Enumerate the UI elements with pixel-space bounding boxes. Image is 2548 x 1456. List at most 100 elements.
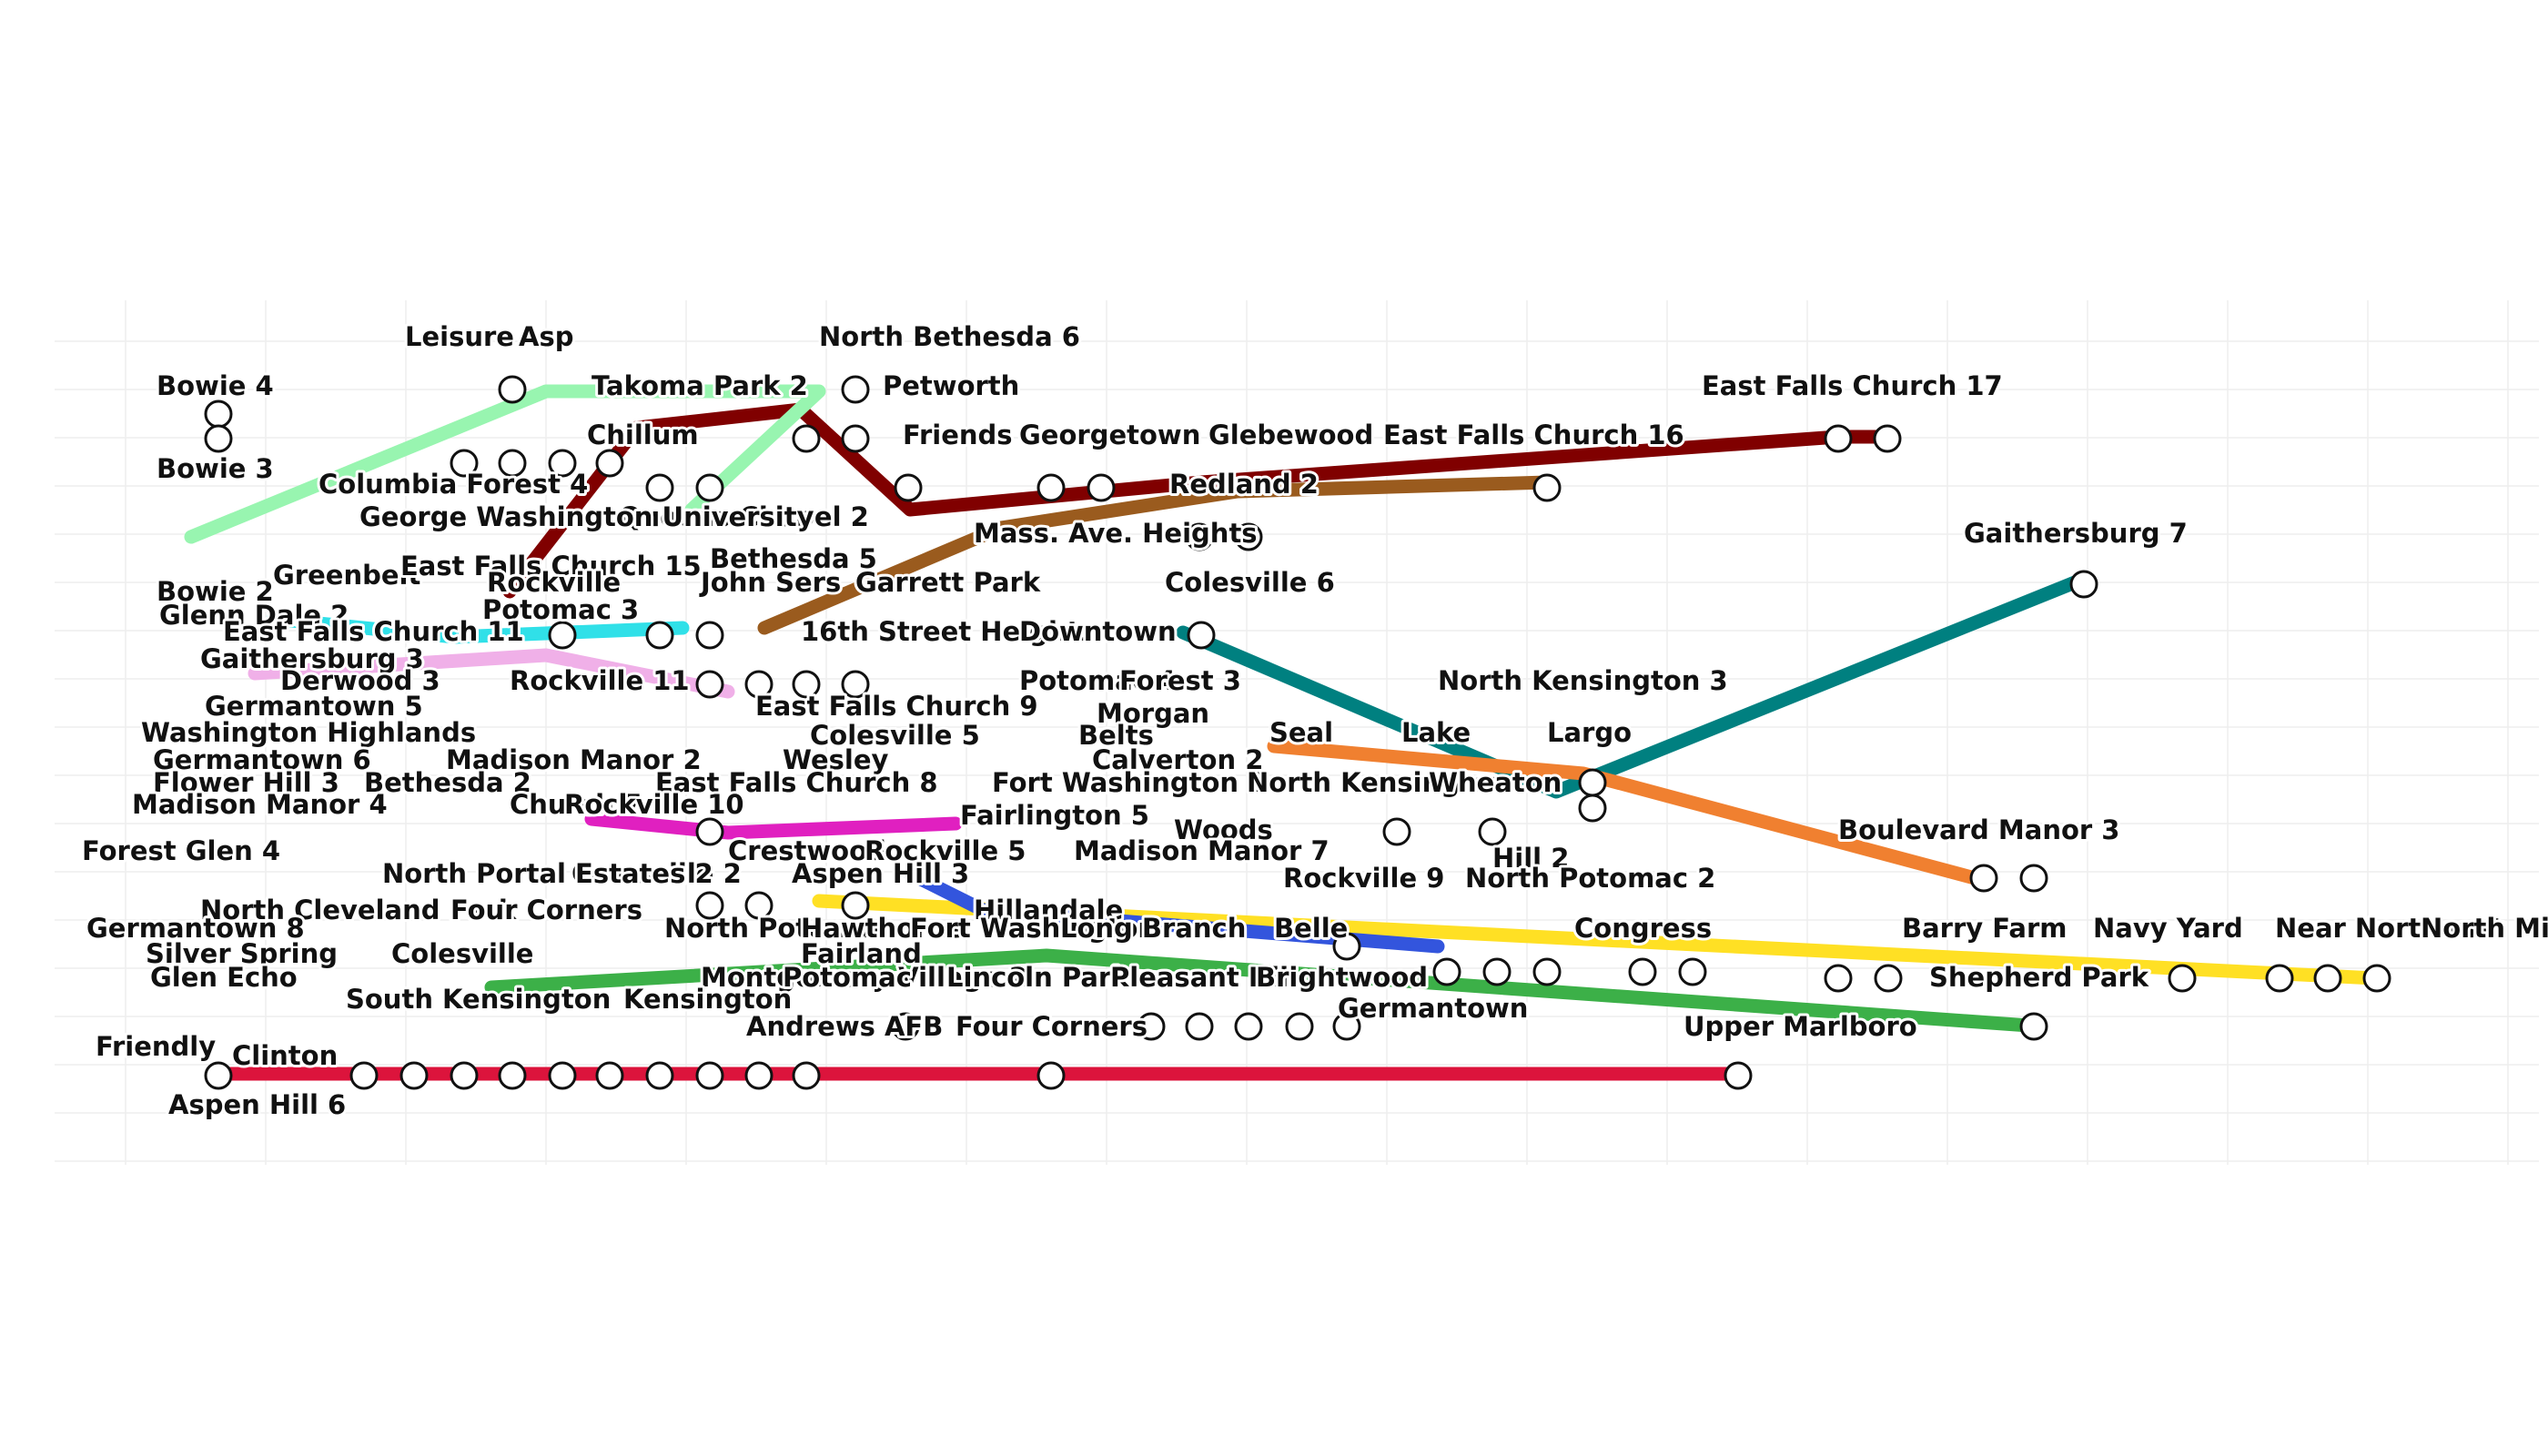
stop-marker xyxy=(1478,817,1507,846)
stop-marker xyxy=(695,1061,724,1090)
stop-marker xyxy=(1087,473,1116,502)
route-line-magenta xyxy=(584,812,963,840)
stop-label: Germantown 6 xyxy=(153,744,371,775)
stop-label: Andrews AFB xyxy=(746,1011,943,1042)
stop-marker xyxy=(204,399,233,429)
stop-marker xyxy=(1285,1012,1314,1041)
stop-label: Petworth xyxy=(883,370,1019,401)
route-line-cyan xyxy=(266,612,690,644)
stop-label: Germantown xyxy=(1338,993,1528,1024)
stop-label: Flower Hill 3 xyxy=(153,767,339,798)
stop-label: Bethesda 5 xyxy=(710,543,877,574)
stop-label: South Kensington xyxy=(346,984,611,1015)
stop-marker xyxy=(1332,932,1361,961)
stop-marker xyxy=(744,670,774,699)
stop-marker xyxy=(1874,964,1903,993)
stop-label: East Falls Church 17 xyxy=(1702,370,2003,401)
stop-label: Georgetown xyxy=(1019,420,1200,450)
stop-marker xyxy=(645,1061,674,1090)
stop-marker xyxy=(1969,864,1998,893)
stop-label: Clinton xyxy=(232,1040,338,1071)
stop-marker xyxy=(1234,522,1263,551)
route-line-brown xyxy=(757,475,1554,635)
stop-label: Potomac 4 xyxy=(1019,665,1176,696)
stop-label: Asp xyxy=(519,321,573,352)
stop-label: Colesville xyxy=(391,938,533,969)
stop-marker xyxy=(695,891,724,920)
stop-label: North Portal Estates 2 xyxy=(382,858,713,889)
stop-label: Madison Manor 2 xyxy=(446,744,702,775)
stop-marker xyxy=(1628,957,1657,986)
stop-label: George Washington University xyxy=(359,501,814,532)
stop-marker xyxy=(595,449,624,478)
stop-marker xyxy=(1036,1061,1066,1090)
stop-label: Shepherd Park xyxy=(1929,962,2149,993)
stop-marker xyxy=(841,891,870,920)
stop-label: Hillandale xyxy=(974,895,1123,925)
stop-marker xyxy=(1532,957,1562,986)
stop-label: Garrett Park xyxy=(855,567,1041,598)
stop-marker xyxy=(548,1061,577,1090)
stop-label: Germantown 5 xyxy=(205,691,423,722)
stop-label: Kensington xyxy=(623,984,792,1015)
stop-label: Navy Yard xyxy=(2093,913,2243,944)
stop-marker xyxy=(695,621,724,650)
stop-marker xyxy=(792,1061,821,1090)
stop-label: East Falls Church 11 xyxy=(223,616,524,647)
stop-marker xyxy=(450,449,479,478)
stop-label: North Bethesda 6 xyxy=(819,321,1080,352)
stop-label: Fairlington 5 xyxy=(960,800,1149,831)
stop-marker xyxy=(1036,473,1066,502)
stop-label: Bethesda 2 xyxy=(364,767,531,798)
stop-label: Leisure xyxy=(405,321,514,352)
stop-label: East Falls Church 9 xyxy=(755,691,1038,722)
route-line-blue xyxy=(903,866,1445,954)
stop-marker xyxy=(841,670,870,699)
stop-marker xyxy=(1824,964,1853,993)
stop-marker xyxy=(1432,957,1461,986)
stop-label: Hill 2 xyxy=(1492,843,1569,874)
stop-label: Bowie 4 xyxy=(157,370,274,401)
stop-label: Church 7 xyxy=(510,789,642,820)
stop-label: Forest Glen 4 xyxy=(82,835,280,866)
stop-label: Morgan xyxy=(1097,698,1209,729)
stop-marker xyxy=(2069,570,2098,599)
stop-label: Montgomery Village 2 xyxy=(701,962,1027,993)
stop-label: Brightwood xyxy=(1256,962,1428,993)
stop-label: Rockville 10 xyxy=(564,789,744,820)
stop-label: Germantown 8 xyxy=(86,913,305,944)
stop-label: Colesville 2 xyxy=(571,858,742,889)
stop-label: Queens Chapel 2 xyxy=(619,501,869,532)
stop-label: Rockville 5 xyxy=(864,835,1026,866)
stop-marker xyxy=(1137,1012,1166,1041)
stop-label: Aspen Hill 6 xyxy=(168,1089,346,1120)
stop-marker xyxy=(2019,864,2048,893)
stop-marker xyxy=(2313,964,2342,993)
stop-markers xyxy=(204,375,2391,1090)
stop-label: Hawthorne xyxy=(801,913,965,944)
stop-marker xyxy=(792,424,821,453)
stop-label: Redland 2 xyxy=(1169,469,1319,500)
stop-marker xyxy=(498,375,527,404)
stop-label: Crestwood xyxy=(728,835,886,866)
stop-marker xyxy=(548,621,577,650)
stop-label: North Kensington 3 xyxy=(1438,665,1728,696)
stop-label: East Falls Church 16 xyxy=(1383,420,1684,450)
stop-label: Madison Manor 4 xyxy=(132,789,388,820)
stop-marker xyxy=(1234,1012,1263,1041)
stop-label: Glen Echo xyxy=(150,962,298,993)
stop-marker xyxy=(1678,957,1707,986)
stop-label: Chillum xyxy=(587,420,699,450)
stop-label: Belts xyxy=(1078,720,1154,751)
stop-marker xyxy=(695,670,724,699)
stop-label: Potomac 3 xyxy=(482,594,639,625)
stop-marker xyxy=(1873,424,1902,453)
stop-marker xyxy=(349,1061,379,1090)
stop-marker xyxy=(1382,817,1411,846)
stop-label: Rockville xyxy=(487,567,621,598)
stop-label: Belle xyxy=(1274,913,1348,944)
stop-label: Lake xyxy=(1401,717,1471,748)
stop-label: Takoma Park 2 xyxy=(592,370,808,401)
route-line-green xyxy=(484,948,2037,1033)
